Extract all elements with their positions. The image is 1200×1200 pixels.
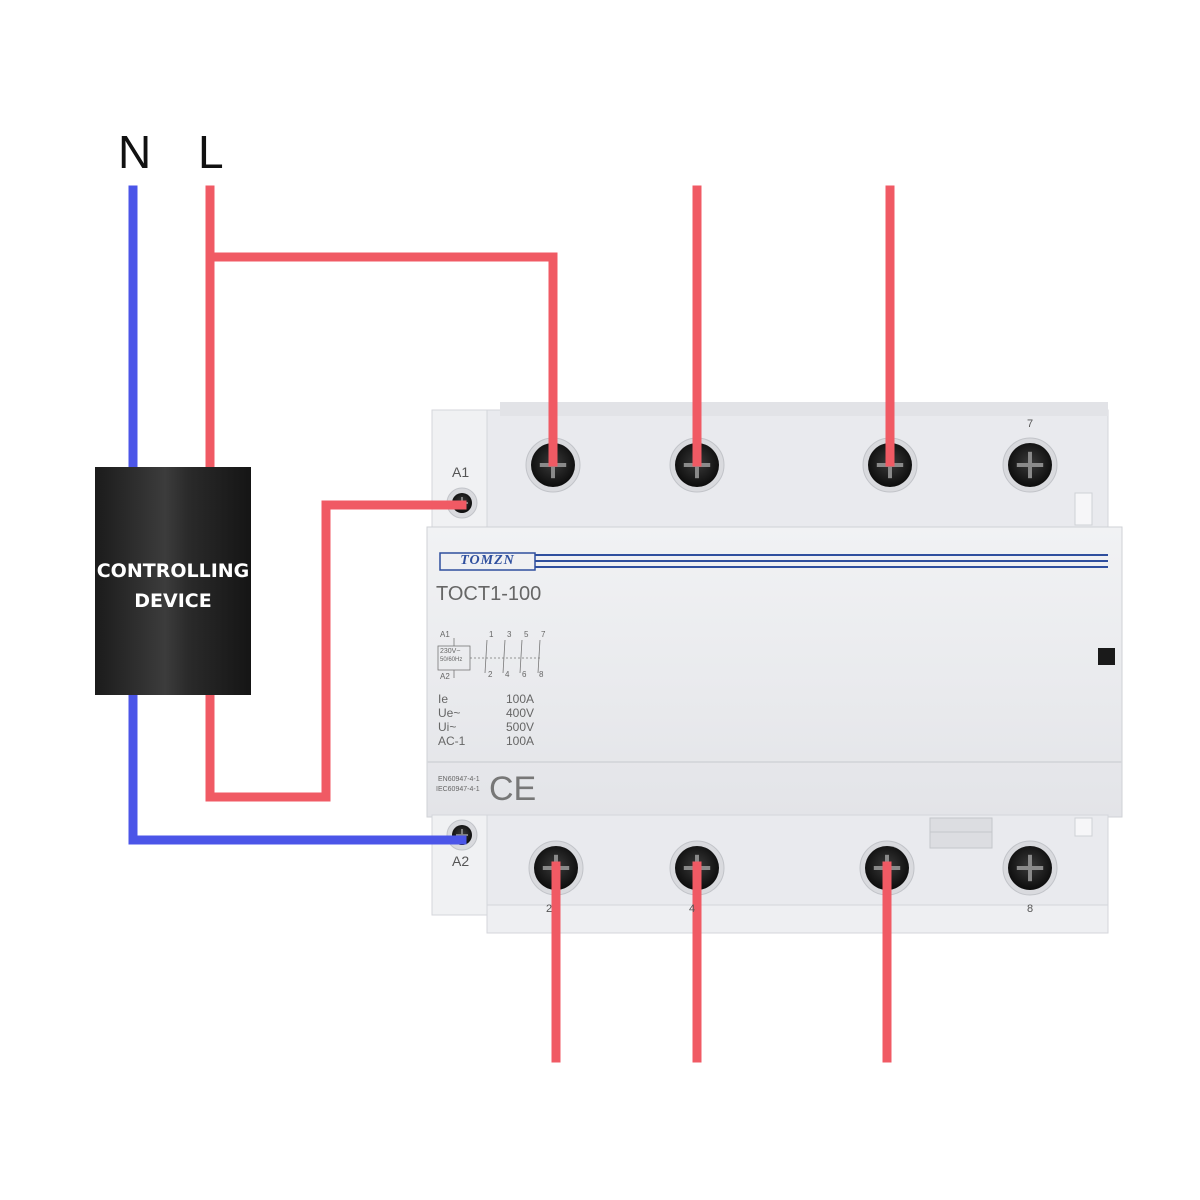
spec-row: Ue~ 400V [438, 706, 534, 720]
brand-logo-frame [439, 552, 536, 571]
spec-row: AC-1 100A [438, 734, 534, 748]
schematic-top-3: 3 [507, 630, 512, 639]
side-clip-top [1074, 492, 1093, 526]
schematic-a1: A1 [440, 630, 450, 639]
spec-value: 400V [506, 706, 535, 720]
spec-value: 500V [506, 720, 535, 734]
terminal-7-screw [1002, 437, 1058, 493]
spec-table: Ie 100A Ue~ 400V Ui~ 500V AC-1 100A [438, 692, 534, 748]
standard-iec: IEC60947-4-1 [436, 786, 480, 793]
terminal-7-label: 7 [1027, 418, 1034, 430]
spec-value: 100A [506, 734, 535, 748]
standard-en: EN60947-4-1 [438, 776, 480, 783]
schematic-bottom-4: 4 [505, 670, 510, 679]
model-number: TOCT1-100 [436, 583, 542, 605]
terminal-a2-screw [446, 819, 478, 851]
contactor-front-face [426, 526, 1123, 818]
controlling-device-label-2: DEVICE [134, 590, 212, 612]
side-clip-bottom [1074, 817, 1093, 837]
schematic-top-1: 1 [489, 630, 494, 639]
status-window [1098, 648, 1115, 665]
brand-logo: TOMZN [460, 553, 515, 568]
controlling-device [95, 467, 251, 695]
terminal-2-label: 2 [546, 903, 553, 915]
contactor: CE [426, 402, 1123, 934]
spec-key: AC-1 [438, 734, 466, 748]
terminal-a1-label: A1 [452, 464, 470, 480]
schematic-bottom-6: 6 [522, 670, 527, 679]
neutral-wire [128, 185, 467, 845]
schematic-top-5: 5 [524, 630, 529, 639]
line-wire-to-pole1 [205, 252, 558, 467]
spec-value: 100A [506, 692, 535, 706]
coil-schematic [437, 638, 541, 678]
screw-terminals [446, 437, 1058, 896]
schematic-top-7: 7 [541, 630, 546, 639]
spec-key: Ie [438, 692, 449, 706]
neutral-label: N [118, 126, 152, 178]
schematic-a2: A2 [440, 672, 450, 681]
terminal-a2-label: A2 [452, 853, 470, 869]
contactor-top-ridge [500, 402, 1108, 416]
schematic-bottom-2: 2 [488, 670, 493, 679]
schematic-bottom-8: 8 [539, 670, 544, 679]
spec-row: Ui~ 500V [438, 720, 534, 734]
ce-mark: CE [489, 770, 536, 808]
din-slot [929, 817, 993, 849]
spec-row: Ie 100A [438, 692, 534, 706]
terminal-4-label: 4 [689, 903, 696, 915]
controlling-device-label-1: CONTROLLING [96, 560, 250, 582]
contactor-bottom-ridge [486, 904, 1109, 934]
line-label: L [198, 126, 224, 178]
schematic-voltage: 230V~ [440, 648, 461, 655]
terminal-8-screw [1002, 840, 1058, 896]
spec-key: Ue~ [438, 706, 461, 720]
brand-stripes [535, 554, 1108, 568]
terminal-8-label: 8 [1027, 903, 1034, 915]
spec-key: Ui~ [438, 720, 457, 734]
schematic-freq: 50/60Hz [440, 657, 463, 663]
